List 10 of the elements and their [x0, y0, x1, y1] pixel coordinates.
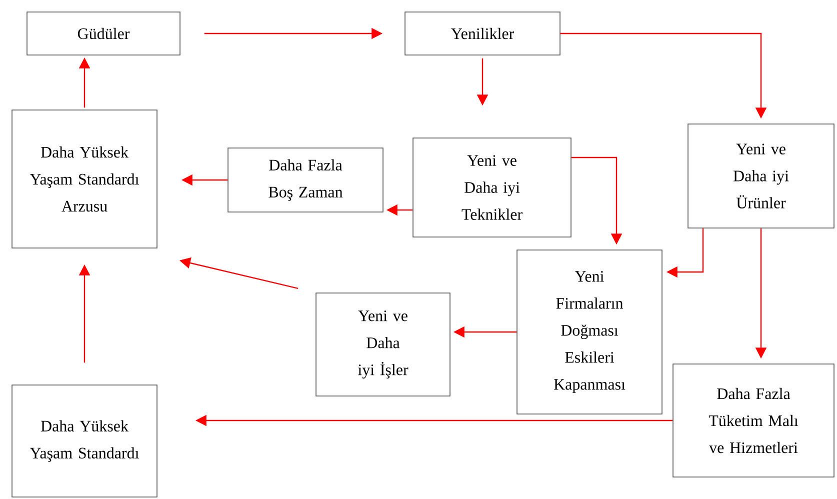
- process-box: Yenilikler: [404, 12, 560, 56]
- process-box: Yeni ve Daha iyi Ürünler: [688, 124, 834, 228]
- process-box: Yeni Firmaların Doğması Eskileri Kapanması: [516, 250, 662, 414]
- process-box: Daha Yüksek Yaşam Standardı: [12, 384, 158, 498]
- process-box: Daha Fazla Boş Zaman: [228, 148, 384, 212]
- process-box: Yeni ve Daha iyi Teknikler: [412, 138, 572, 238]
- process-box: Daha Yüksek Yaşam Standardı Arzusu: [12, 110, 158, 248]
- process-box: Daha Fazla Tüketim Malı ve Hizmetleri: [672, 364, 834, 478]
- process-box: Yeni ve Daha iyi İşler: [316, 292, 450, 396]
- process-box: Güdüler: [26, 12, 180, 56]
